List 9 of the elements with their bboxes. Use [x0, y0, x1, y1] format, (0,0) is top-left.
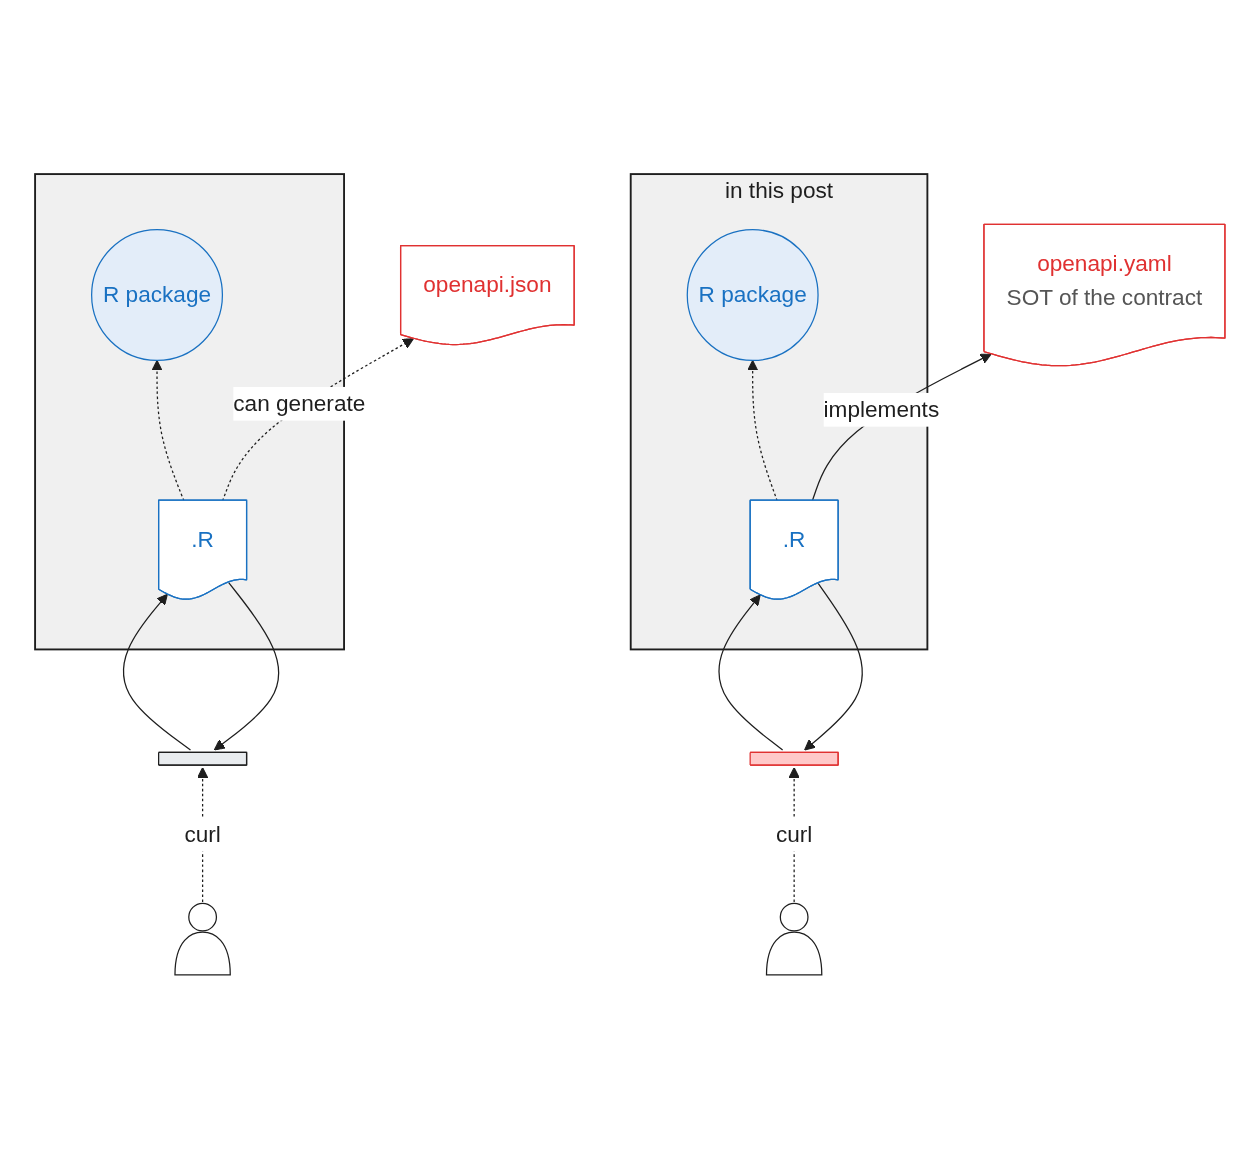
arrow	[804, 583, 864, 751]
arrow	[213, 582, 280, 751]
node-circle: R package	[686, 229, 819, 362]
edge-label: curl	[775, 822, 813, 848]
edge-label: can generate	[233, 391, 366, 417]
arrow	[122, 594, 192, 752]
node-circle: R package	[91, 229, 224, 362]
arrow	[718, 594, 784, 752]
edge-label: curl	[184, 822, 221, 848]
